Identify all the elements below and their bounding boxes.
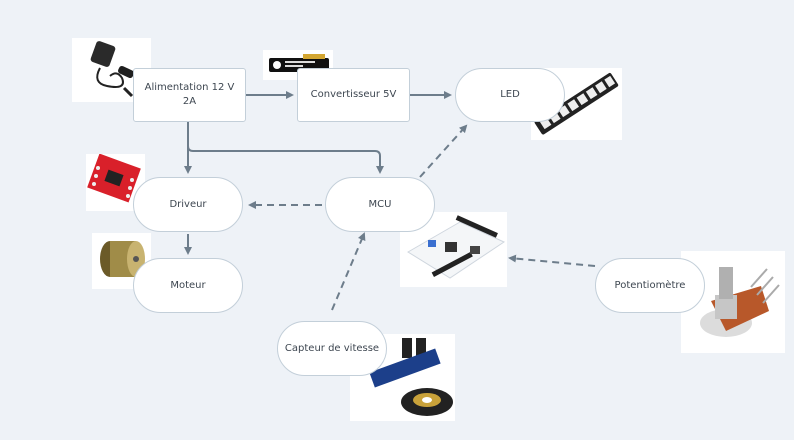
node-potentiometer[interactable]: Potentiomètre bbox=[595, 258, 705, 313]
edge-potentiometer-to-mcu bbox=[508, 254, 596, 267]
edge-alim-to-mcu bbox=[187, 122, 384, 174]
node-power-supply-label-line1: Alimentation 12 V bbox=[144, 82, 235, 93]
node-led-label: LED bbox=[500, 89, 520, 100]
node-motor[interactable]: Moteur bbox=[133, 258, 243, 313]
node-mcu-label: MCU bbox=[368, 198, 392, 210]
node-converter-5v[interactable]: Convertisseur 5V bbox=[297, 68, 410, 122]
power-adapter-icon bbox=[90, 41, 134, 98]
speed-sensor-icon bbox=[369, 338, 453, 416]
node-power-supply[interactable]: Alimentation 12 V 2A bbox=[133, 68, 246, 122]
node-driver-label: Driveur bbox=[169, 198, 207, 210]
node-power-supply-label-line2: 2A bbox=[182, 96, 197, 107]
edge-speed-sensor-to-mcu bbox=[331, 232, 366, 311]
node-motor-label: Moteur bbox=[170, 279, 206, 291]
node-power-supply-label: Alimentation 12 V 2A bbox=[145, 81, 235, 109]
node-mcu[interactable]: MCU bbox=[325, 177, 435, 232]
mcu-board-icon bbox=[407, 215, 506, 279]
node-speed-sensor[interactable]: Capteur de vitesse bbox=[277, 321, 387, 376]
driver-board-icon bbox=[87, 154, 141, 203]
node-potentiometer-label: Potentiomètre bbox=[614, 279, 686, 291]
node-led[interactable]: LED bbox=[455, 68, 565, 122]
node-converter-5v-label: Convertisseur 5V bbox=[310, 89, 397, 100]
node-speed-sensor-label: Capteur de vitesse bbox=[284, 342, 380, 354]
edge-mcu-to-led bbox=[419, 124, 468, 178]
node-driver[interactable]: Driveur bbox=[133, 177, 243, 232]
potentiometer-icon bbox=[700, 267, 780, 337]
